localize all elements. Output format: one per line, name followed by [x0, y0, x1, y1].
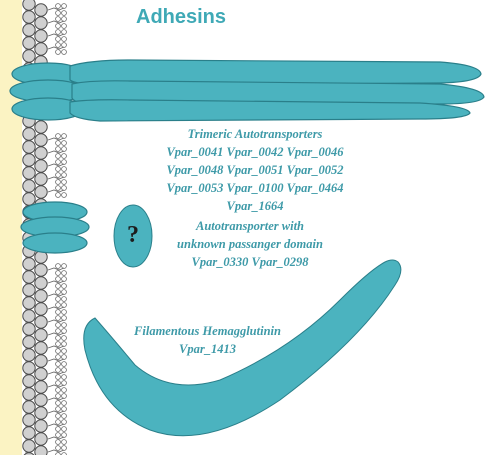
lipopolysaccharide-chain [48, 446, 66, 455]
lipid-head [23, 258, 35, 270]
lipid-head [35, 277, 47, 289]
lipid-head [35, 173, 47, 185]
lipid-head [23, 375, 35, 387]
lipopolysaccharide-chain [48, 381, 66, 393]
lipopolysaccharide-chain [48, 342, 66, 354]
trimeric-autotransporters-label: Trimeric Autotransporters Vpar_0041 Vpar… [160, 125, 350, 215]
lipid-head [35, 368, 47, 380]
lipid-head [35, 433, 47, 445]
gene-list-line: Vpar_0041 Vpar_0042 Vpar_0046 [160, 143, 350, 161]
lipid-head [35, 147, 47, 159]
lipid-head [23, 284, 35, 296]
lipid-head [23, 167, 35, 179]
lipid-head [35, 160, 47, 172]
lipopolysaccharide-chain [48, 394, 66, 406]
lipid-head [35, 290, 47, 302]
lipopolysaccharide-chain [48, 316, 66, 328]
lipopolysaccharide-chain [48, 30, 66, 42]
lipopolysaccharide-chain [48, 368, 66, 380]
lipid-head [23, 193, 35, 205]
lipopolysaccharide-chain [48, 186, 66, 198]
lipid-head [23, 414, 35, 426]
lipid-head [23, 362, 35, 374]
lipopolysaccharide-chain [48, 433, 66, 445]
lipopolysaccharide-chain [48, 173, 66, 185]
lipopolysaccharide-chain [48, 290, 66, 302]
lipid-head [35, 4, 47, 16]
lipid-head [23, 128, 35, 140]
lipopolysaccharide-chain [48, 329, 66, 341]
gene-list-line: Vpar_1664 [160, 197, 350, 215]
group-heading: Trimeric Autotransporters [160, 125, 350, 143]
lipid-head [35, 264, 47, 276]
gene-list-line: Vpar_0048 Vpar_0051 Vpar_0052 [160, 161, 350, 179]
lipid-head [23, 50, 35, 62]
lipid-head [35, 121, 47, 133]
lipid-head [35, 420, 47, 432]
lipid-head [23, 401, 35, 413]
lipid-head [23, 271, 35, 283]
lipid-head [23, 24, 35, 36]
lipopolysaccharide-chain [48, 407, 66, 419]
lipid-head [35, 303, 47, 315]
lipid-head [23, 349, 35, 361]
lipopolysaccharide-chain [48, 43, 66, 55]
lipopolysaccharide-chain [48, 160, 66, 172]
lipid-head [23, 440, 35, 452]
lipid-head [35, 355, 47, 367]
lipopolysaccharide-chain [48, 420, 66, 432]
lipid-head [23, 336, 35, 348]
lipopolysaccharide-chain [48, 17, 66, 29]
lipopolysaccharide-chain [48, 355, 66, 367]
gene-list-line: Vpar_0053 Vpar_0100 Vpar_0464 [160, 179, 350, 197]
lipid-head [35, 17, 47, 29]
lipopolysaccharide-chain [48, 277, 66, 289]
autotransporter-barrel-shape [21, 202, 89, 253]
autotransporter-unknown-label: Autotransporter with unknown passanger d… [160, 217, 340, 271]
lipid-head [23, 180, 35, 192]
gene-list-line: unknown passanger domain [160, 235, 340, 253]
group-heading: Filamentous Hemagglutinin [120, 322, 295, 340]
lipid-head [23, 141, 35, 153]
lipid-head [35, 316, 47, 328]
lipid-head [23, 388, 35, 400]
lipid-head [35, 407, 47, 419]
lipid-head [23, 427, 35, 439]
lipopolysaccharide-chain [48, 147, 66, 159]
lipid-head [23, 323, 35, 335]
lipid-head [35, 43, 47, 55]
lipopolysaccharide-chain [48, 134, 66, 146]
lipid-head [23, 310, 35, 322]
lipid-head [35, 394, 47, 406]
lipid-head [35, 134, 47, 146]
gene-list-line: Vpar_1413 [120, 340, 295, 358]
gene-list-line: Vpar_0330 Vpar_0298 [160, 253, 340, 271]
lipid-head [23, 11, 35, 23]
filamentous-hemagglutinin-label: Filamentous Hemagglutinin Vpar_1413 [120, 322, 295, 358]
lipid-head [35, 381, 47, 393]
lipid-head [23, 37, 35, 49]
lipid-head [23, 154, 35, 166]
lipid-head [35, 342, 47, 354]
lipopolysaccharide-chain [48, 4, 66, 16]
lipid-head [35, 446, 47, 455]
lipid-head [35, 186, 47, 198]
lipopolysaccharide-chain [48, 264, 66, 276]
question-mark-icon: ? [120, 222, 146, 249]
diagram-title: Adhesins [136, 6, 226, 29]
trimeric-autotransporter-shape [10, 60, 484, 121]
lipopolysaccharide-chain [48, 303, 66, 315]
group-heading: Autotransporter with [160, 217, 340, 235]
lipid-head [35, 30, 47, 42]
lipid-head [35, 329, 47, 341]
lipid-head [23, 297, 35, 309]
lipid-head [23, 0, 35, 10]
